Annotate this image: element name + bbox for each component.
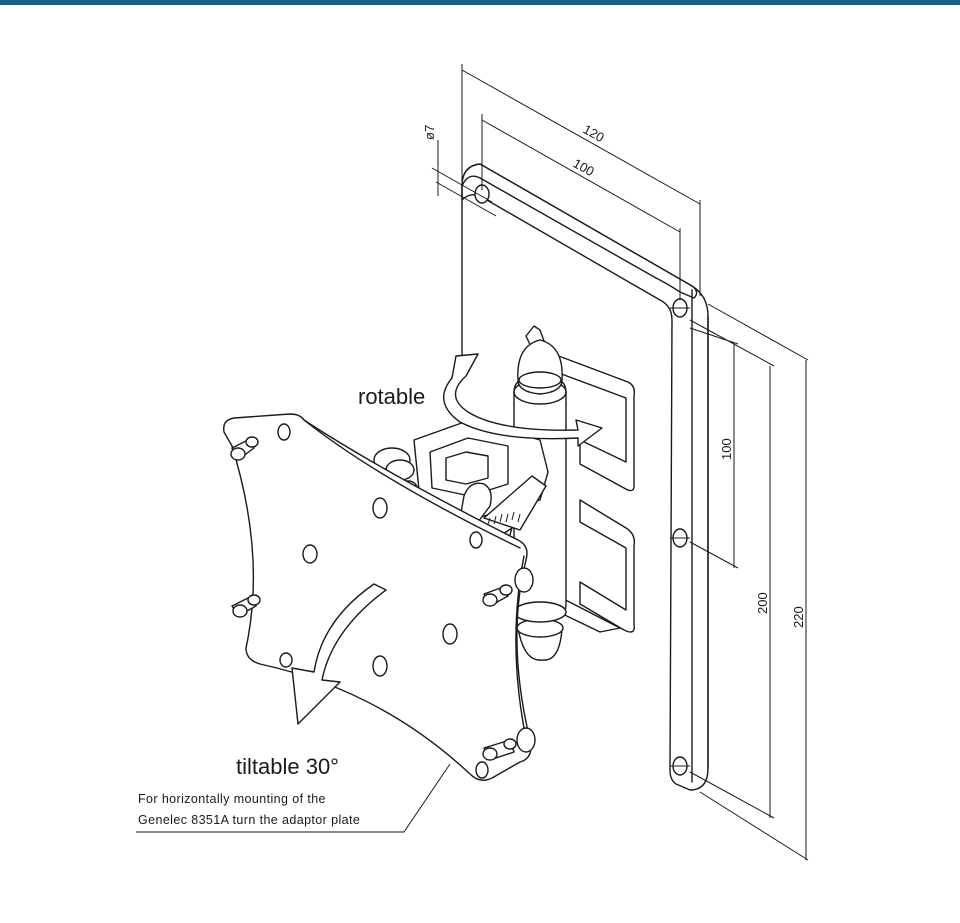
dim-height-mid: 200 bbox=[755, 592, 770, 614]
plate-pins bbox=[230, 436, 536, 761]
tiltable-label: tiltable 30° bbox=[236, 754, 339, 779]
header-accent-bar bbox=[0, 0, 960, 5]
dim-height-inner: 100 bbox=[719, 438, 734, 460]
note-line-1: For horizontally mounting of the bbox=[138, 792, 326, 806]
wall-plate bbox=[461, 163, 709, 791]
plate-holes bbox=[277, 423, 489, 779]
dim-height-outer: 220 bbox=[791, 606, 806, 628]
note-line-2: Genelec 8351A turn the adaptor plate bbox=[138, 813, 360, 827]
dim-width-outer: 120 bbox=[581, 122, 607, 146]
rotable-label: rotable bbox=[358, 384, 425, 409]
dimension-lines bbox=[431, 64, 809, 861]
tilt-arrow bbox=[291, 583, 387, 725]
tilt-hinge bbox=[373, 419, 549, 549]
dim-hole-diameter: ø7 bbox=[422, 125, 437, 140]
note-leader-line bbox=[136, 763, 451, 833]
dim-width-inner: 100 bbox=[571, 156, 597, 180]
rotation-arrow bbox=[443, 353, 603, 447]
